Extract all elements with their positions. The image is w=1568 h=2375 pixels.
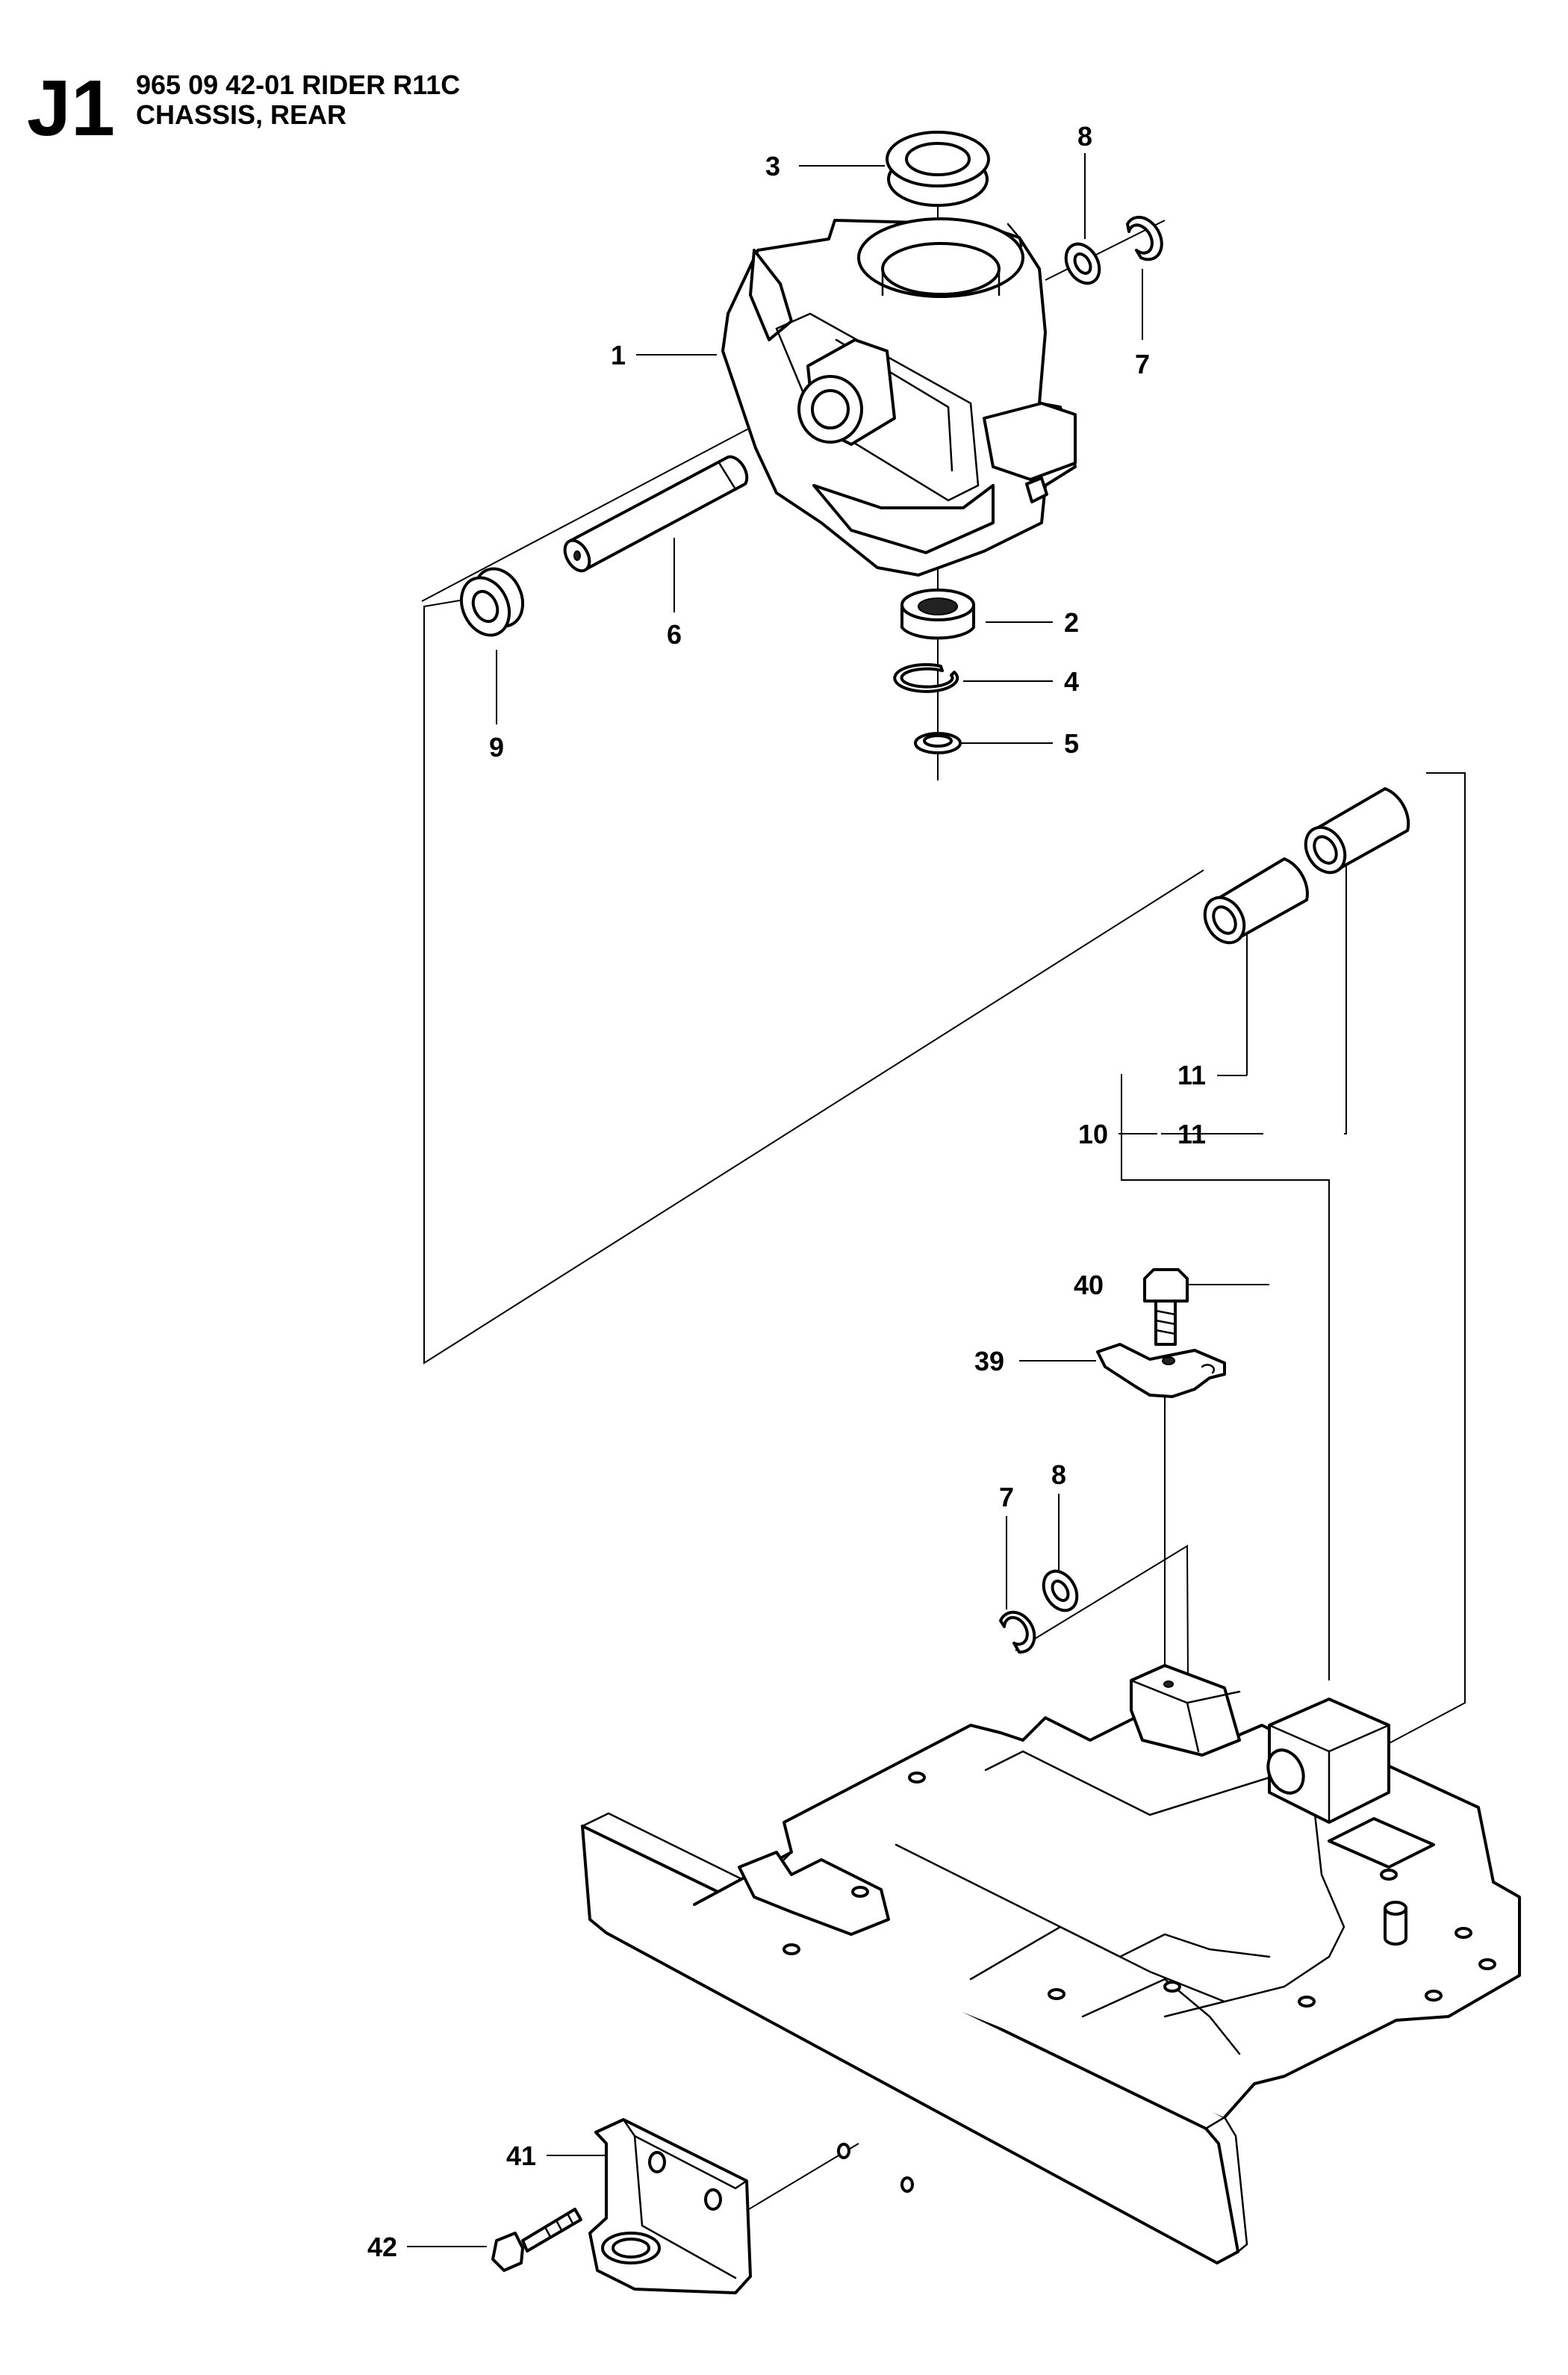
callout-11-upper: 11 [1177,1060,1206,1090]
part-4-circlip [893,662,959,693]
part-41-hitch-bracket [588,2118,752,2294]
callout-10: 10 [1078,1119,1108,1149]
part-42-bolt [491,2208,582,2272]
part-2-bearing [900,589,975,640]
callout-7-top: 7 [1135,349,1150,379]
callout-8-mid: 8 [1051,1459,1066,1490]
callout-2: 2 [1064,607,1079,638]
part-9-bushing [459,567,525,637]
part-7-circlip-mid [999,1610,1036,1654]
part-11-spacer-right [1304,787,1410,875]
callout-11-lower: 11 [1177,1119,1206,1149]
callout-7-mid: 7 [999,1482,1014,1512]
leader-lines [407,153,1347,2247]
part-3-seal [886,131,990,207]
callout-8-top: 8 [1077,121,1092,152]
part-10-chassis-frame [581,1664,1521,2264]
model-line: 965 09 42-01 RIDER R11C [136,69,461,100]
callout-41: 41 [506,2140,536,2171]
part-8-washer-top [1064,242,1101,285]
callout-42: 42 [367,2232,397,2262]
section-code: J1 [27,64,115,152]
callout-5: 5 [1064,728,1079,759]
part-11-spacer-left [1203,857,1309,945]
part-5-washer [914,732,962,754]
callout-9: 9 [489,732,504,763]
part-1-axle-bracket [721,217,1077,577]
part-7-circlip-top [1126,216,1163,261]
part-40-bolt [1143,1268,1189,1346]
assembly-lines [421,202,1466,2271]
callout-40: 40 [1074,1270,1104,1300]
section-title: CHASSIS, REAR [136,99,347,130]
part-39-bracket [1096,1343,1226,1398]
callout-1: 1 [611,340,626,370]
callout-labels: 3 8 7 1 6 2 4 5 9 11 10 11 40 39 7 8 41 … [367,121,1206,2262]
callout-39: 39 [974,1346,1004,1376]
callout-6: 6 [667,619,682,650]
part-6-pin [563,455,749,573]
callout-3: 3 [765,151,780,181]
callout-4: 4 [1064,666,1079,697]
part-8-washer-mid [1042,1569,1079,1612]
